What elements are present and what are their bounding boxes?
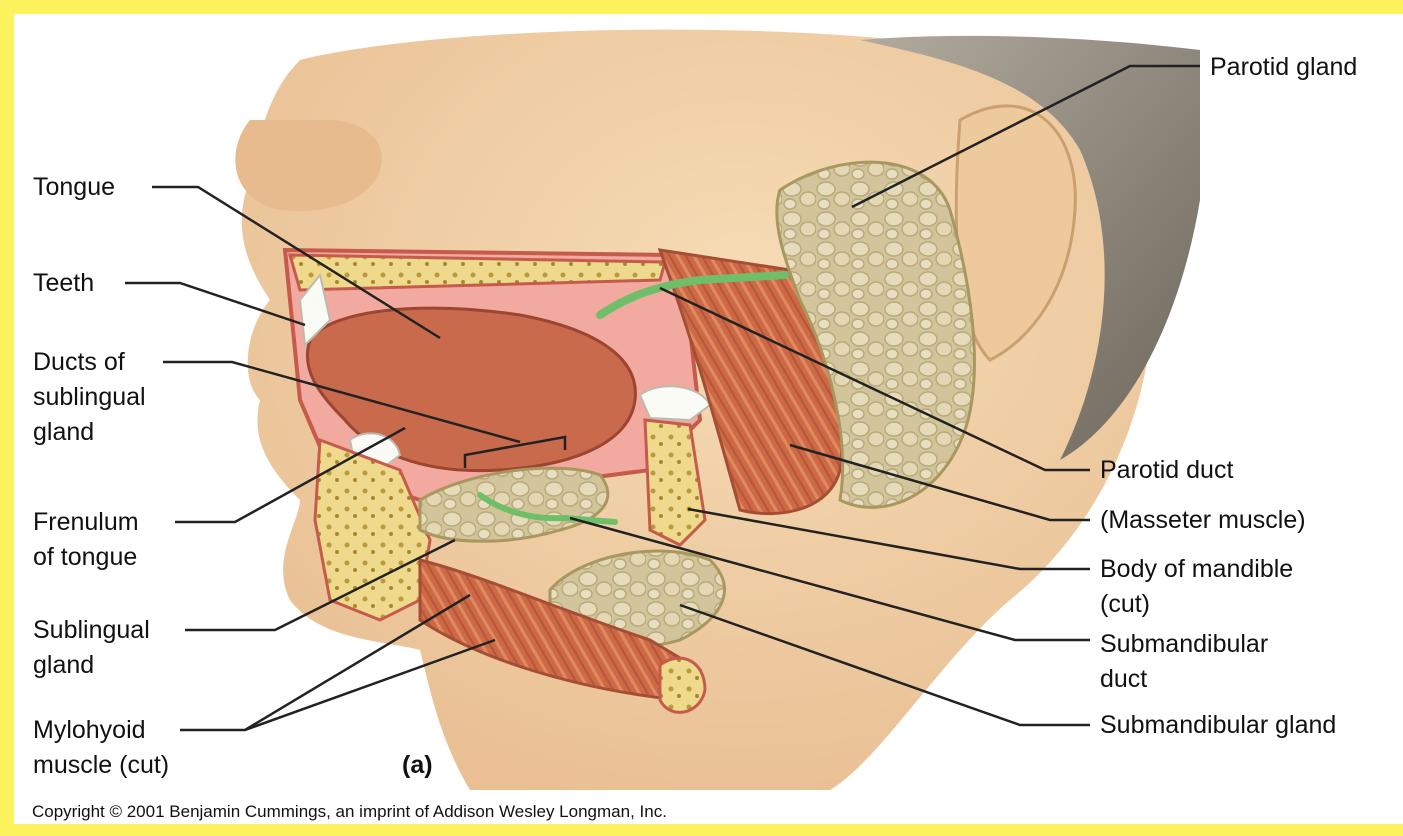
label-masseter-muscle: (Masseter muscle) <box>1100 503 1306 538</box>
label-mylohyoid-muscle: Mylohyoid muscle (cut) <box>33 713 169 783</box>
label-submandibular-duct: Submandibular duct <box>1100 627 1268 697</box>
label-parotid-duct: Parotid duct <box>1100 453 1233 488</box>
panel-letter: (a) <box>402 748 433 783</box>
label-sublingual-gland: Sublingual gland <box>33 613 150 683</box>
label-submandibular-gland: Submandibular gland <box>1100 708 1336 743</box>
hyoid-bone-cut <box>660 658 705 712</box>
label-body-of-mandible: Body of mandible (cut) <box>1100 552 1293 622</box>
label-tongue: Tongue <box>33 170 115 205</box>
label-teeth: Teeth <box>33 266 94 301</box>
label-parotid-gland: Parotid gland <box>1210 50 1357 85</box>
copyright-notice: Copyright © 2001 Benjamin Cummings, an i… <box>32 802 667 822</box>
label-ducts-of-sublingual-gland: Ducts of sublingual gland <box>33 345 146 450</box>
label-frenulum-of-tongue: Frenulum of tongue <box>33 505 139 575</box>
